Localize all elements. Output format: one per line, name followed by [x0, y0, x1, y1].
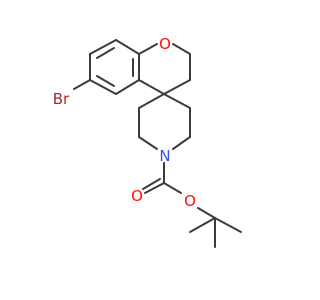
- bond: [138, 79, 165, 95]
- bonds: [73, 39, 242, 248]
- bond: [214, 217, 242, 233]
- bond: [73, 79, 91, 90]
- bond: [189, 217, 216, 233]
- bond: [144, 182, 165, 194]
- atom-nitrogen: N: [159, 147, 170, 165]
- bond: [172, 43, 191, 55]
- bond: [138, 43, 158, 55]
- bond: [89, 39, 117, 55]
- bond: [89, 79, 117, 95]
- atom-bromine: Br: [53, 90, 70, 108]
- bond: [96, 47, 115, 59]
- atom-labels: O Br N O O: [53, 35, 196, 210]
- bond: [115, 39, 140, 55]
- atom-oxygen-ring: O: [159, 35, 171, 53]
- bond: [115, 79, 140, 95]
- chemical-structure: O Br N O O: [53, 35, 242, 248]
- bond: [96, 75, 115, 87]
- bond: [138, 93, 165, 109]
- bond: [138, 136, 158, 150]
- atom-oxygen-ester: O: [184, 192, 196, 210]
- bond: [172, 136, 191, 150]
- bond: [197, 207, 216, 219]
- bond: [142, 178, 161, 190]
- atom-oxygen-carbonyl: O: [131, 187, 143, 205]
- bond: [163, 93, 191, 109]
- bond: [163, 182, 182, 194]
- bond: [163, 79, 191, 95]
